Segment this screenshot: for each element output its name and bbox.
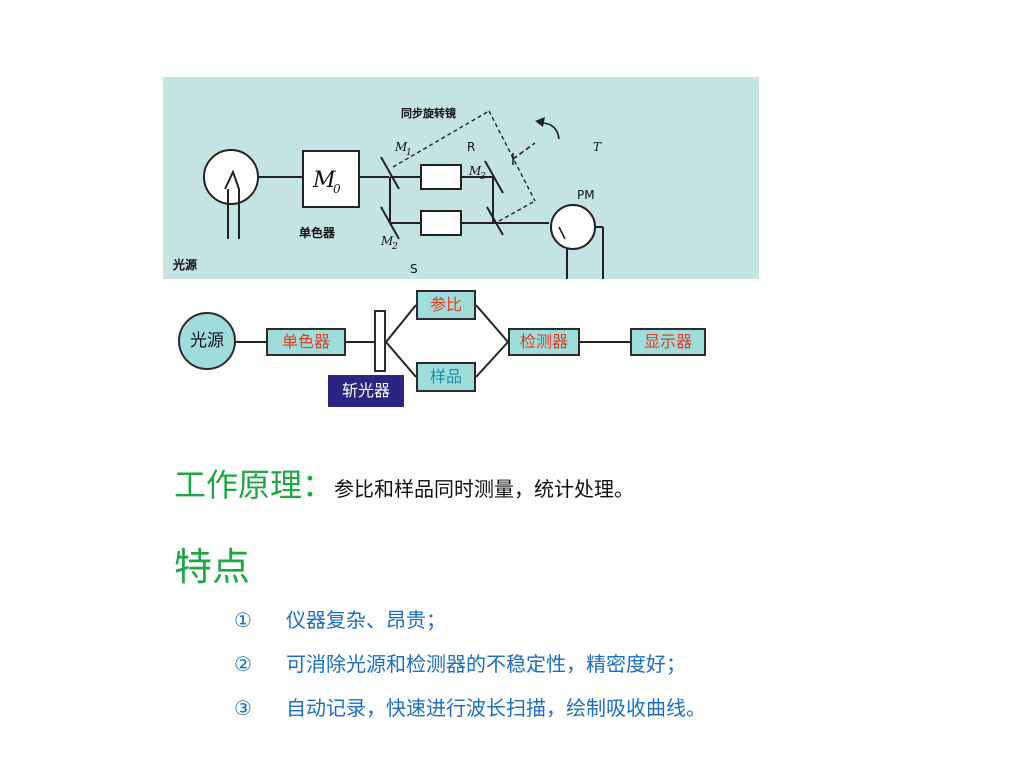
m3-subscript: 3: [480, 172, 486, 182]
m1-label: M: [394, 140, 408, 154]
flow-display: 显示器: [630, 328, 706, 356]
link-chopper-sample: [385, 341, 417, 378]
pm-circle: [550, 204, 596, 250]
sync-dash-left: [392, 110, 490, 168]
mirror-m1: [380, 156, 400, 190]
source-label: 光源: [172, 257, 197, 272]
link-ref-detector: [475, 304, 509, 343]
t-arc: [540, 122, 560, 140]
m0-box: [302, 150, 360, 208]
flow-chopper-bar: [374, 310, 386, 372]
feature-number-2: ②: [234, 652, 252, 676]
flow-sample: 样品: [416, 362, 476, 392]
m2-label: M: [380, 234, 394, 248]
pm-label: PM: [577, 188, 595, 202]
features-title: 特点: [174, 545, 251, 589]
feature-text-1: 仪器复杂、昂贵；: [286, 608, 446, 632]
optical-schematic: M 0 单色器 光源 M 1 M 2 R S M 3 同步旋转镜: [163, 77, 759, 279]
s-label: S: [410, 262, 418, 276]
feature-item-2: ② 可消除光源和检测器的不稳定性，精密度好；: [234, 648, 686, 677]
feature-text-3: 自动记录，快速进行波长扫描，绘制吸收曲线。: [286, 696, 706, 720]
mirror-m4: [486, 206, 504, 236]
sync-dash-right: [488, 110, 536, 202]
pm-dynode: [558, 226, 566, 240]
sample-cell: [420, 210, 462, 236]
m0-label: M: [312, 168, 336, 193]
link-sample-detector: [475, 341, 509, 378]
feature-text-2: 可消除光源和检测器的不稳定性，精密度好；: [286, 652, 686, 676]
t-dash: [512, 142, 536, 160]
flow-detector: 检测器: [508, 328, 580, 356]
m0-subscript: 0: [333, 182, 341, 196]
feature-number-3: ③: [234, 696, 252, 720]
schematic-drawing: M 0 单色器 光源 M 1 M 2 R S M 3 同步旋转镜: [172, 106, 604, 279]
feature-item-3: ③ 自动记录，快速进行波长扫描，绘制吸收曲线。: [234, 692, 706, 721]
principle-text: 参比和样品同时测量，统计处理。: [334, 477, 635, 501]
m1-subscript: 1: [406, 148, 412, 158]
principle-title: 工作原理：: [174, 466, 335, 504]
t-arrow-head: [535, 117, 545, 127]
flow-chopper-label: 斩光器: [328, 375, 404, 407]
flow-connectors: [232, 304, 630, 378]
mono-label: 单色器: [299, 225, 336, 240]
sync-dash-bottom: [498, 200, 536, 222]
reference-cell: [420, 164, 462, 190]
r-label: R: [467, 140, 475, 154]
block-flow-diagram: 光源 单色器 斩光器 参比 样品 检测器 显示器: [170, 285, 750, 410]
sync-mirror-label: 同步旋转镜: [401, 106, 456, 120]
m2-subscript: 2: [391, 242, 398, 252]
flow-source: 光源: [178, 312, 236, 370]
m3-label: M: [468, 164, 482, 178]
feature-item-1: ① 仪器复杂、昂贵；: [234, 604, 446, 633]
working-principle: 工作原理：参比和样品同时测量，统计处理。: [174, 460, 635, 504]
link-chopper-ref: [385, 304, 417, 343]
flow-monochromator: 单色器: [266, 328, 346, 356]
lamp-filament: [224, 169, 240, 190]
feature-number-1: ①: [234, 608, 252, 632]
flow-reference: 参比: [416, 290, 476, 320]
t-label: T: [593, 140, 602, 154]
